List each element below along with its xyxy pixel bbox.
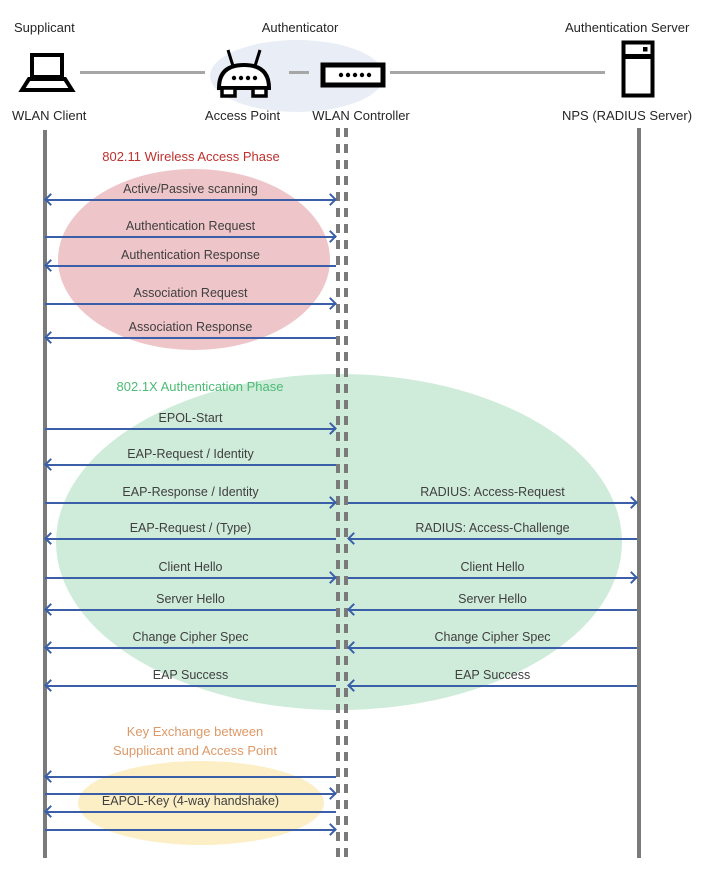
message-arrow-line-9: [45, 538, 336, 540]
message-arrow-line-5: [45, 428, 336, 430]
message-arrow-line-15: [45, 647, 336, 649]
role-label-authentication-server: Authentication Server: [565, 20, 690, 35]
message-arrow-line-13: [45, 609, 336, 611]
message-label-5: EPOL-Start: [158, 411, 223, 425]
message-arrow-line-2: [45, 265, 336, 267]
message-arrow-line-11: [45, 577, 336, 579]
message-arrow-line-19: [45, 776, 336, 778]
message-label-10: RADIUS: Access-Challenge: [415, 521, 570, 535]
message-arrow-line-20: [45, 793, 336, 795]
message-label-16: Change Cipher Spec: [434, 630, 551, 644]
connector-controller-to-server: [390, 71, 605, 74]
message-label-0: Active/Passive scanning: [123, 182, 258, 196]
lifeline-radius-server: [637, 128, 641, 858]
message-label-6: EAP-Request / Identity: [127, 447, 254, 461]
message-arrow-line-6: [45, 464, 336, 466]
message-label-9: EAP-Request / (Type): [129, 521, 252, 535]
message-label-18: EAP Success: [454, 668, 531, 682]
lifeline-wlan-client: [43, 130, 47, 858]
message-arrow-line-12: [348, 577, 637, 579]
message-arrow-line-4: [45, 337, 336, 339]
message-label-4: Association Response: [128, 320, 253, 334]
server-icon: [621, 40, 655, 98]
arrowhead-left-19: [44, 770, 57, 783]
message-arrow-line-22: [45, 829, 336, 831]
message-label-7: EAP-Response / Identity: [122, 485, 259, 499]
phase-title-0: 802.11 Wireless Access Phase: [102, 149, 280, 164]
message-arrow-line-10: [348, 538, 637, 540]
device-label-wlan-controller: WLAN Controller: [312, 108, 410, 123]
connector-client-to-ap: [80, 71, 205, 74]
message-arrow-line-18: [348, 685, 637, 687]
message-label-17: EAP Success: [152, 668, 229, 682]
phase-title-1: 802.1X Authentication Phase: [116, 379, 284, 394]
message-label-8: RADIUS: Access-Request: [420, 485, 565, 499]
message-arrow-line-21: [45, 811, 336, 813]
device-label-wlan-client: WLAN Client: [12, 108, 87, 123]
message-label-12: Client Hello: [460, 560, 525, 574]
phase-ellipse-2: [78, 761, 324, 845]
role-label-supplicant: Supplicant: [14, 20, 75, 35]
message-arrow-line-16: [348, 647, 637, 649]
laptop-icon: [16, 52, 78, 98]
message-arrow-line-17: [45, 685, 336, 687]
lifeline-access-point-dashed: [336, 128, 340, 858]
message-arrow-line-3: [45, 303, 336, 305]
wlan-controller-icon: [320, 62, 386, 88]
message-label-11: Client Hello: [158, 560, 223, 574]
message-label-1: Authentication Request: [125, 219, 256, 233]
device-label-access-point: Access Point: [204, 108, 281, 123]
lifeline-wlan-controller-dashed: [344, 128, 348, 858]
message-label-3: Association Request: [133, 286, 248, 300]
device-label-nps-radius-server: NPS (RADIUS Server): [562, 108, 693, 123]
connector-ap-to-controller: [289, 71, 309, 74]
message-arrow-line-14: [348, 609, 637, 611]
message-label-15: Change Cipher Spec: [132, 630, 249, 644]
message-label-13: Server Hello: [156, 592, 225, 606]
role-label-authenticator: Authenticator: [261, 20, 339, 35]
message-arrow-line-7: [45, 502, 336, 504]
message-arrow-line-8: [348, 502, 637, 504]
arrowhead-right-22: [324, 823, 337, 836]
message-label-21: EAPOL-Key (4-way handshake): [101, 794, 280, 808]
message-label-2: Authentication Response: [121, 248, 260, 262]
message-label-14: Server Hello: [458, 592, 527, 606]
access-point-icon: [212, 46, 276, 102]
message-arrow-line-0: [45, 199, 336, 201]
phase-title-2: Key Exchange between Supplicant and Acce…: [112, 724, 278, 758]
message-arrow-line-1: [45, 236, 336, 238]
